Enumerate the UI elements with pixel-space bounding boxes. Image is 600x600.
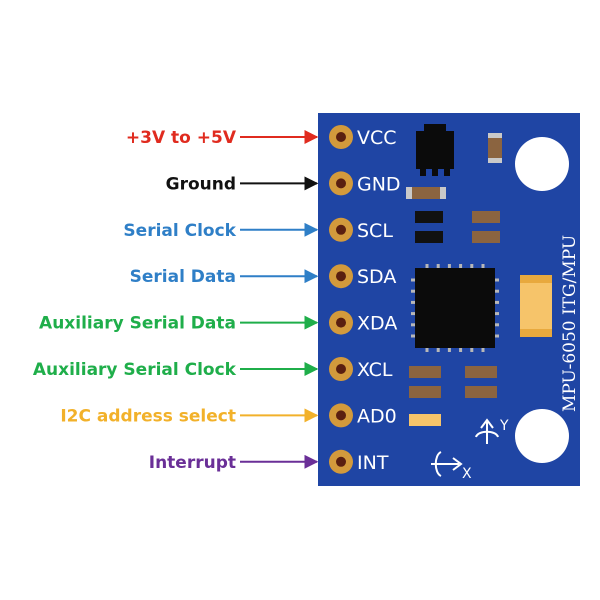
regulator-tab	[424, 124, 446, 132]
pin-label-vcc: +3V to +5V	[126, 128, 237, 148]
pin-name-xcl: XCL	[357, 359, 393, 381]
pin-hole-int	[336, 456, 346, 467]
pin-hole-xcl	[336, 364, 346, 374]
axis-y-label: Y	[499, 418, 509, 434]
pin-label-ad0: I2C address select	[60, 406, 236, 426]
pin-label-xcl: Auxiliary Serial Clock	[33, 360, 237, 380]
regulator-leg-1	[420, 168, 426, 176]
pin-name-ad0: AD0	[357, 405, 397, 427]
pin-name-int: INT	[357, 452, 389, 474]
pin-label-gnd: Ground	[166, 174, 236, 194]
regulator-leg-3	[444, 168, 450, 176]
pin-name-xda: XDA	[357, 313, 397, 335]
axis-x-label: X	[462, 466, 472, 482]
pin-name-scl: SCL	[357, 220, 393, 242]
regulator-chip	[416, 131, 454, 169]
board-title: MPU-6050 ITG/MPU	[560, 235, 580, 412]
pin-hole-xda	[336, 317, 346, 328]
orientation-axes-icon	[431, 418, 499, 477]
pin-hole-gnd	[336, 178, 346, 189]
pin-name-vcc: VCC	[357, 127, 397, 149]
pin-label-xda: Auxiliary Serial Data	[39, 314, 236, 334]
imu-chip-leads	[411, 264, 499, 352]
mounting-hole-top	[515, 137, 569, 191]
pin-label-scl: Serial Clock	[123, 221, 236, 241]
imu-chip	[415, 268, 495, 348]
pin-name-sda: SDA	[357, 266, 396, 288]
pin-hole-scl	[336, 224, 346, 235]
pin-hole-ad0	[336, 410, 346, 421]
pin-hole-sda	[336, 271, 346, 282]
smd-components	[406, 133, 552, 426]
pin-name-gnd: GND	[357, 173, 401, 195]
pin-hole-vcc	[336, 132, 346, 142]
regulator-leg-2	[432, 168, 438, 176]
pin-label-int: Interrupt	[149, 453, 236, 473]
pin-label-sda: Serial Data	[130, 267, 236, 287]
mounting-hole-bottom	[515, 409, 569, 463]
